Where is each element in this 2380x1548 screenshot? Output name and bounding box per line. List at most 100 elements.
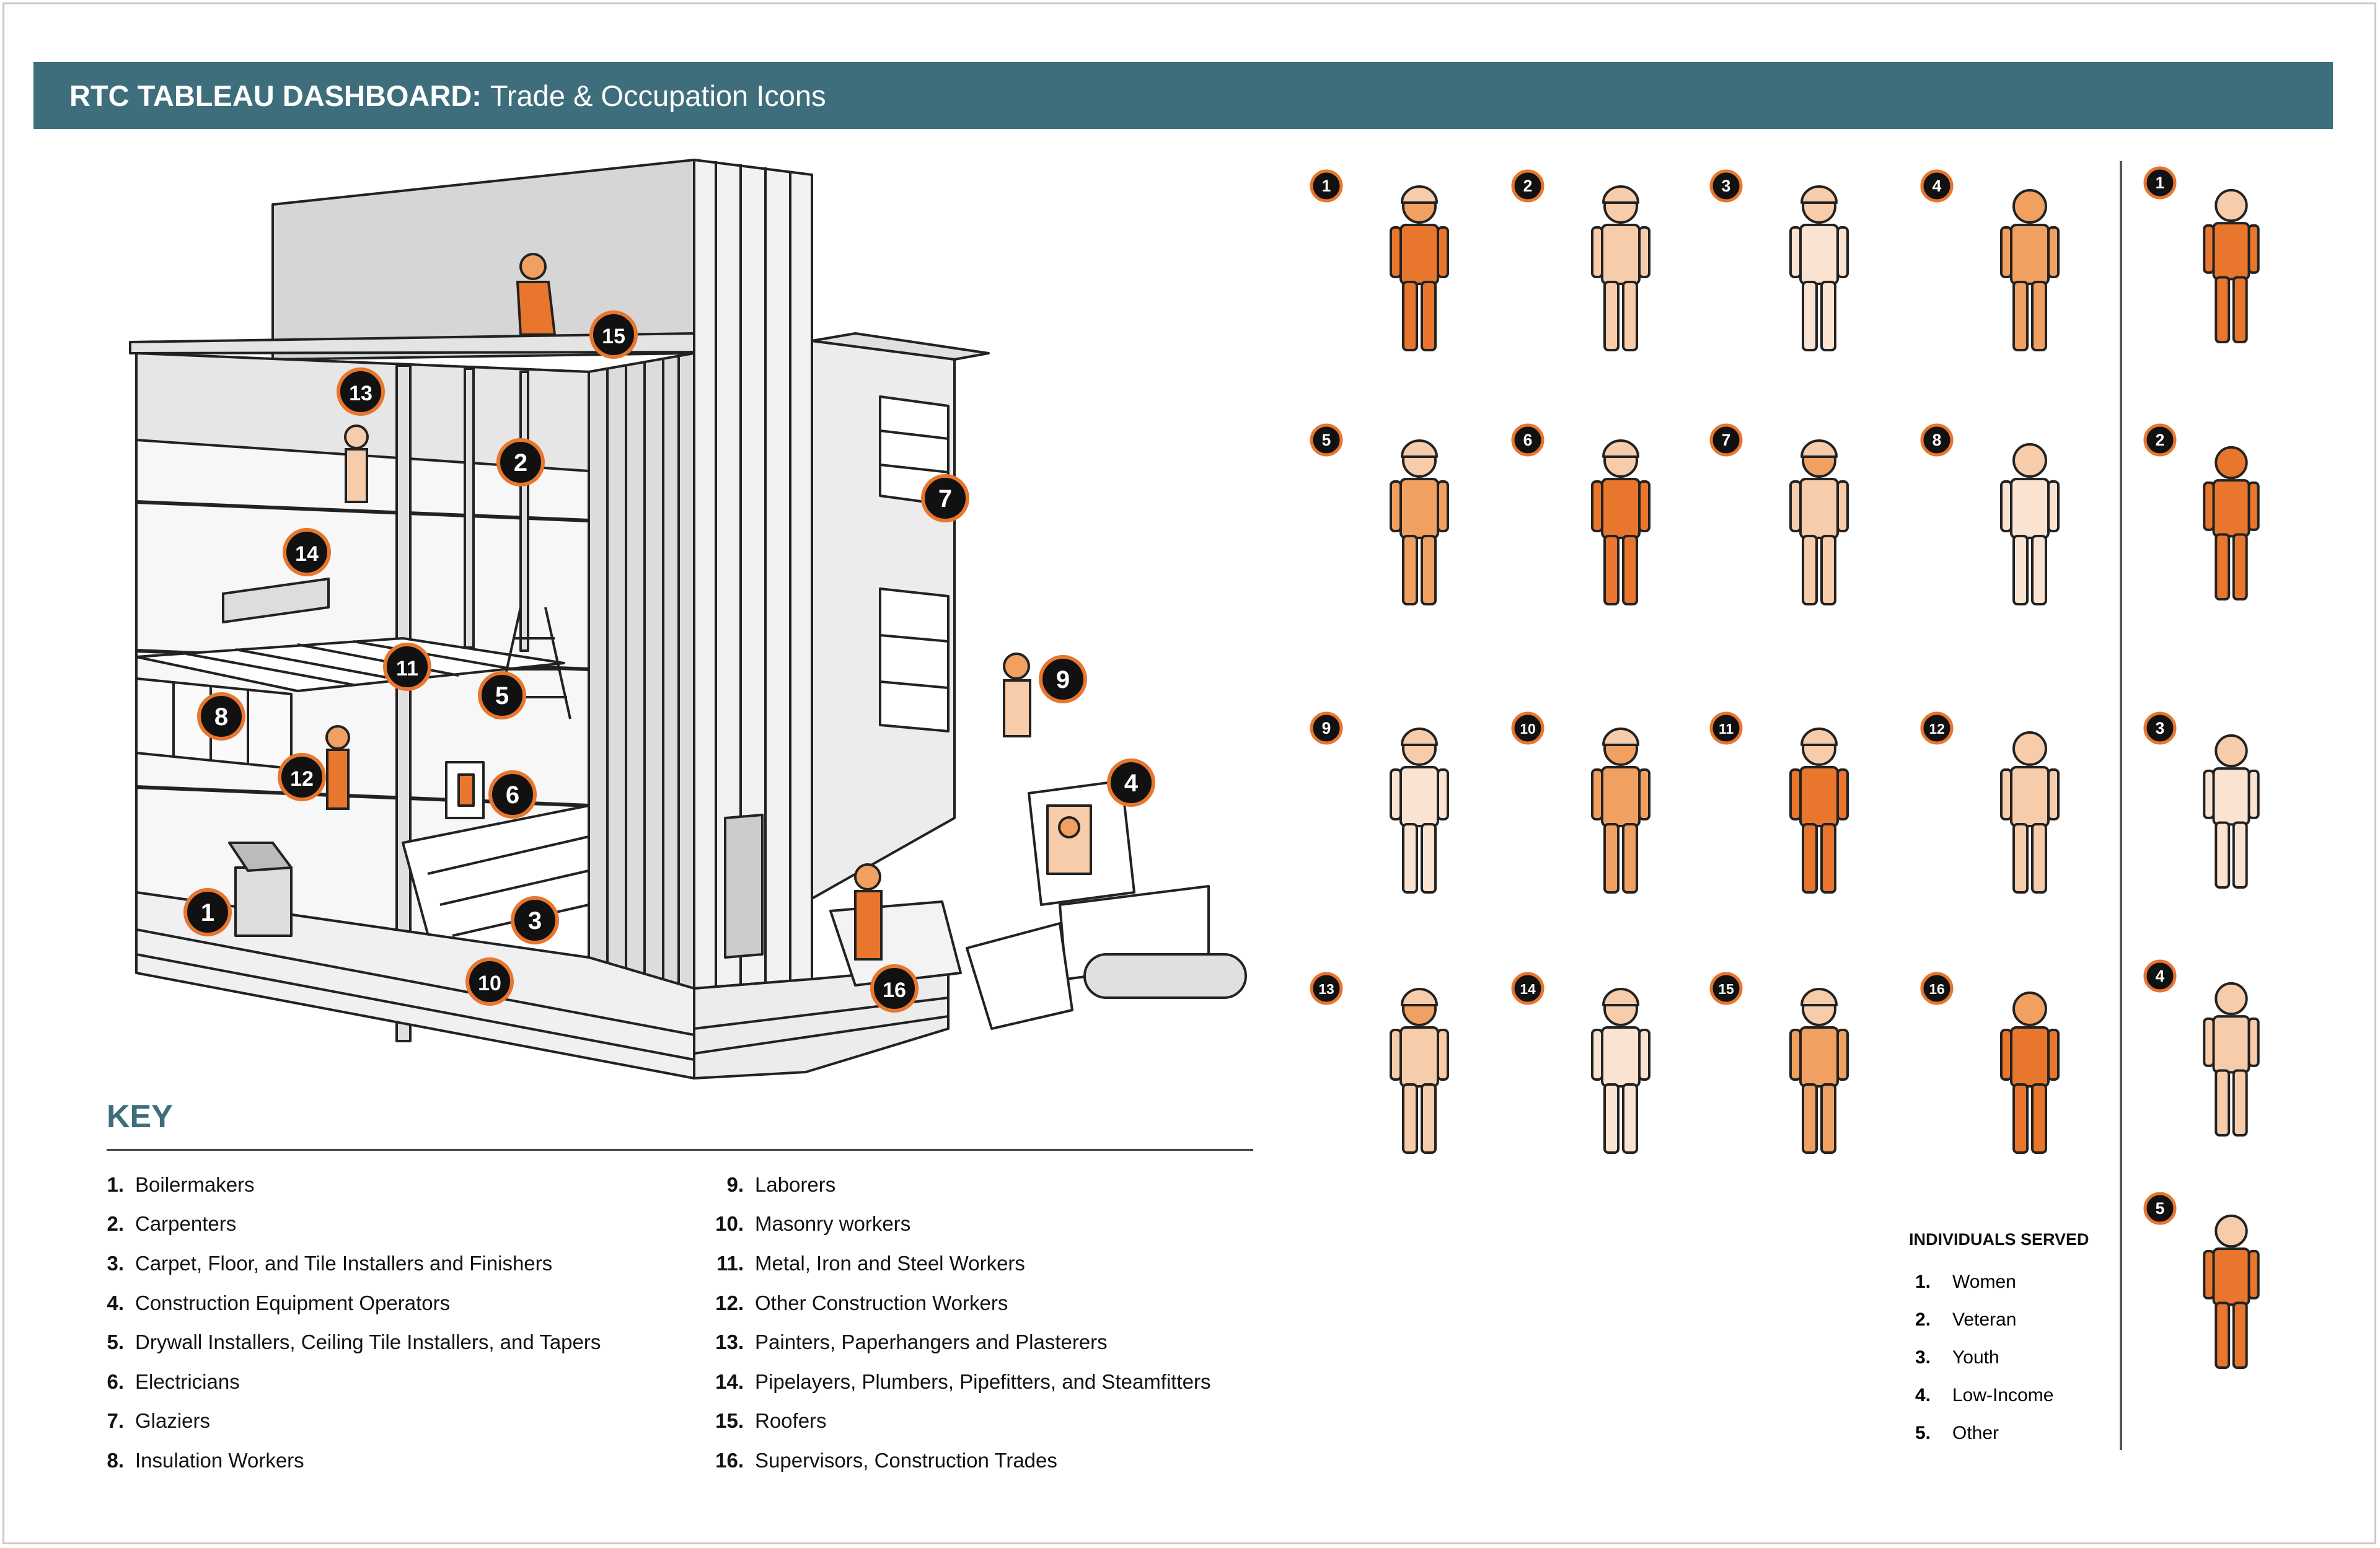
svg-text:7: 7	[938, 485, 952, 512]
key-item-number: 13.	[715, 1330, 744, 1354]
svg-text:16: 16	[1929, 981, 1944, 997]
served-item: 2. Veteran	[1909, 1301, 2113, 1339]
key-item-number: 2.	[107, 1212, 124, 1236]
key-item: 3.Carpet, Floor, and Tile Installers and…	[93, 1244, 688, 1283]
svg-text:2: 2	[2156, 431, 2165, 449]
served-item-label: Other	[1952, 1422, 1999, 1443]
key-item: 8. Insulation Workers	[93, 1441, 688, 1480]
served-item-number: 2.	[1915, 1309, 1931, 1330]
svg-text:13: 13	[1318, 981, 1334, 997]
served-icon-column: 1 2 3 4 5	[2143, 166, 2260, 1369]
key-item-label: Construction Equipment Operators	[135, 1291, 451, 1314]
served-badge-1: 1	[2143, 166, 2177, 200]
building-badge-14: 14	[283, 528, 331, 576]
header-title-bold: RTC TABLEAU DASHBOARD:	[69, 79, 482, 112]
key-item-label: Boilermakers	[135, 1172, 255, 1196]
key-item-label: Carpenters	[135, 1212, 237, 1236]
trade-figure-11	[1789, 728, 1849, 894]
key-item: 13. Painters, Paperhangers and Plasterers	[682, 1322, 1277, 1362]
building-badge-7: 7	[921, 474, 969, 522]
svg-text:1: 1	[1322, 177, 1331, 195]
building-badge-15: 15	[589, 310, 638, 359]
trade-icon-badge-16: 16	[1920, 972, 1954, 1005]
trade-figure-8	[2000, 443, 2060, 605]
building-badge-13: 13	[337, 367, 385, 416]
key-item-label: Electricians	[135, 1370, 240, 1393]
served-figure-4	[2203, 982, 2260, 1137]
served-item-number: 4.	[1915, 1384, 1931, 1405]
trade-icon-badge-6: 6	[1511, 423, 1545, 457]
key-item: 11.Metal, Iron and Steel Workers	[682, 1244, 1277, 1283]
trade-figure-13	[1390, 988, 1449, 1154]
svg-text:8: 8	[1933, 431, 1942, 449]
svg-text:14: 14	[295, 542, 319, 566]
served-item: 1. Women	[1909, 1263, 2113, 1301]
svg-text:15: 15	[1718, 981, 1734, 997]
building-badge-12: 12	[278, 753, 326, 801]
building-badge-6: 6	[488, 770, 537, 819]
served-item-label: Veteran	[1952, 1309, 2017, 1330]
trade-icon-badge-5: 5	[1310, 423, 1343, 457]
trade-icon-badge-14: 14	[1511, 972, 1545, 1005]
served-badge-3: 3	[2143, 711, 2177, 745]
trade-figure-15	[1789, 988, 1849, 1154]
trade-icon-badge-2: 2	[1511, 169, 1545, 203]
key-item-number: 10.	[715, 1212, 744, 1236]
key-column-right: 9.Laborers 10.Masonry workers 11.Metal, …	[682, 1165, 1277, 1480]
building-badge-3: 3	[511, 896, 559, 944]
served-item-number: 1.	[1915, 1271, 1931, 1292]
key-item-number: 8.	[107, 1448, 124, 1472]
svg-text:2: 2	[1523, 177, 1533, 195]
served-item-label: Women	[1952, 1271, 2016, 1292]
served-item-number: 5.	[1915, 1422, 1931, 1443]
key-item-number: 5.	[107, 1330, 124, 1354]
key-item-label: Drywall Installers, Ceiling Tile Install…	[135, 1330, 601, 1354]
trade-icon-badge-12: 12	[1920, 711, 1954, 745]
building-badge-5: 5	[478, 671, 526, 719]
trade-figure-7	[1789, 439, 1849, 605]
key-item-label: Supervisors, Construction Trades	[755, 1448, 1057, 1472]
key-title: KEY	[107, 1099, 173, 1135]
trade-figure-12	[2000, 731, 2060, 894]
key-item-label: Insulation Workers	[135, 1448, 304, 1472]
individuals-served-legend: INDIVIDUALS SERVED 1.Women 2.Veteran 3.Y…	[1909, 1230, 2113, 1452]
trade-icon-badge-10: 10	[1511, 711, 1545, 745]
trade-figure-1	[1390, 185, 1449, 351]
key-item: 2. Carpenters	[93, 1205, 688, 1244]
served-badge-4: 4	[2143, 959, 2177, 993]
trade-figure-4	[2000, 189, 2060, 351]
svg-text:13: 13	[349, 382, 372, 405]
trade-icon-badge-3: 3	[1709, 169, 1743, 203]
served-badge-5: 5	[2143, 1192, 2177, 1225]
served-item-label: Youth	[1952, 1347, 1999, 1368]
svg-text:1: 1	[201, 899, 214, 926]
building-badge-11: 11	[383, 643, 431, 691]
svg-text:7: 7	[1722, 431, 1731, 449]
key-item: 1.Boilermakers	[93, 1165, 688, 1205]
svg-text:16: 16	[883, 978, 906, 1002]
trade-icon-badge-9: 9	[1310, 711, 1343, 745]
key-item: 5. Drywall Installers, Ceiling Tile Insta…	[93, 1322, 688, 1362]
key-item-label: Painters, Paperhangers and Plasterers	[755, 1330, 1108, 1354]
key-item-number: 3.	[107, 1251, 124, 1275]
trade-icon-badge-4: 4	[1920, 169, 1954, 203]
key-item-number: 16.	[715, 1448, 744, 1472]
svg-text:2: 2	[514, 449, 527, 477]
key-item-number: 4.	[107, 1291, 124, 1314]
served-title: INDIVIDUALS SERVED	[1909, 1230, 2089, 1249]
key-item-number: 9.	[726, 1172, 744, 1196]
trade-icon-badge-13: 13	[1310, 972, 1343, 1005]
building-badge-10: 10	[465, 957, 514, 1006]
building-illustration: 1 2 3 4 5 6 7 8 9 10 11 12 13 14 15 16	[129, 159, 1247, 1080]
svg-text:9: 9	[1056, 666, 1070, 693]
svg-text:12: 12	[1929, 721, 1944, 737]
key-item-label: Glaziers	[135, 1409, 211, 1433]
building-badge-9: 9	[1039, 655, 1087, 703]
trade-icon-badge-7: 7	[1709, 423, 1743, 457]
key-item: 14.Pipelayers, Plumbers, Pipefitters, an…	[682, 1362, 1277, 1402]
trade-figure-14	[1591, 988, 1651, 1154]
key-item-label: Laborers	[755, 1172, 836, 1196]
building-badge-4: 4	[1107, 759, 1155, 807]
